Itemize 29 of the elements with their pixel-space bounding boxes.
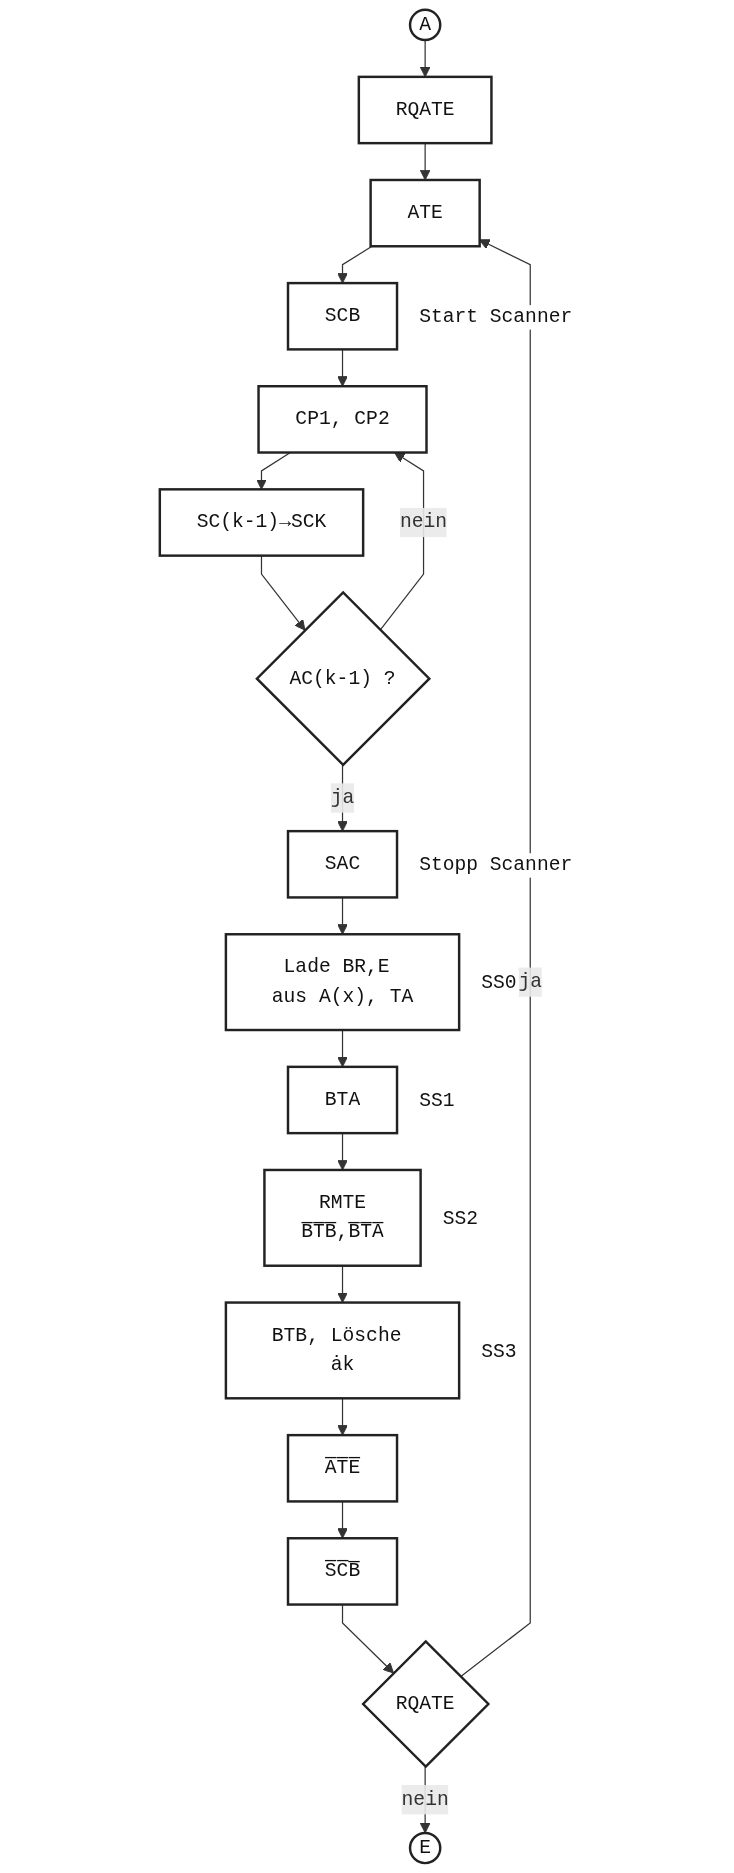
node-circle: A (408, 8, 442, 42)
arrow (336, 245, 373, 284)
node-diamond: RQATE (361, 1639, 490, 1769)
side-note: SS3 (480, 1340, 517, 1363)
node-box: CP1, CP2 (257, 385, 428, 454)
edge-label: nein (401, 1788, 449, 1811)
node-box: RQATE (357, 75, 493, 145)
node-box: Lade BR,E aus A(x), TA (224, 933, 461, 1032)
edge-label: ja (330, 786, 355, 810)
edge-label: nein (399, 511, 447, 534)
node-box: A̅T̅E̅ (286, 1433, 398, 1503)
node-box: S̅C̅B̅ (286, 1537, 398, 1606)
arrow (260, 555, 306, 631)
node-box: BTB, Lösche ȧk (224, 1301, 461, 1400)
side-note: SS1 (418, 1090, 455, 1113)
node-box: SC(k-1)→SCK (158, 488, 365, 557)
side-note: SS2 (442, 1208, 478, 1230)
side-note: SS0 (480, 972, 517, 995)
side-note: Start Scanner (418, 306, 572, 329)
node-box: ATE (369, 178, 481, 248)
node-circle: E (408, 1831, 442, 1865)
edge-label: ja (518, 971, 542, 994)
node-box: SAC (286, 829, 398, 899)
node-diamond: AC(k-1) ? (254, 590, 431, 767)
node-box: SCB (286, 281, 398, 351)
node-box: BTA (286, 1065, 398, 1135)
node-box: RMTE B̅T̅B̅,B̅T̅A̅ (262, 1168, 422, 1267)
side-note: Stopp Scanner (418, 854, 572, 877)
arrow (459, 239, 531, 1678)
